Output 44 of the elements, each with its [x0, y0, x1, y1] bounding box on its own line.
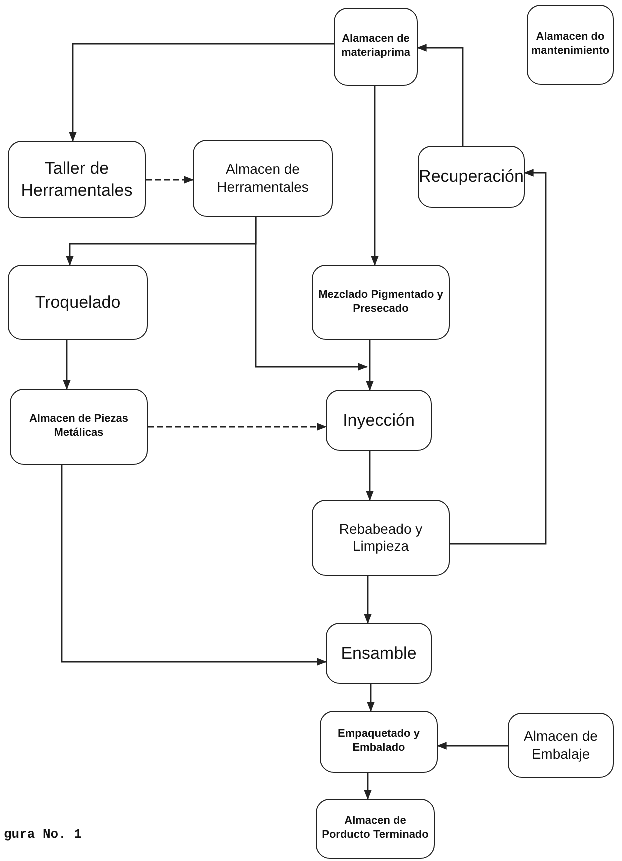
box-label: Empaquetado y Embalado [337, 728, 421, 756]
process-box [418, 146, 525, 208]
process-box [316, 799, 435, 859]
arrow [366, 451, 374, 501]
process-box [8, 265, 148, 340]
figure-caption: gura No. 1 [4, 827, 82, 842]
process-box [193, 140, 333, 217]
process-box [8, 141, 146, 218]
process-box [312, 265, 450, 340]
box-label: Troquelado [35, 292, 121, 314]
box-label: Almacen de Herramentales [216, 161, 310, 196]
arrow [364, 773, 372, 800]
arrow [255, 217, 368, 371]
process-box [326, 390, 432, 451]
box-label: Mezclado Pigmentado y Presecado [318, 288, 444, 316]
arrow [364, 576, 372, 624]
arrow [63, 340, 71, 390]
arrow [61, 465, 327, 666]
process-box [334, 8, 418, 86]
box-label: Almacen de Piezas Metálicas [28, 413, 130, 441]
box-label: Almacen de Porducto Terminado [321, 815, 430, 843]
box-label: Taller de Herramentales [20, 158, 134, 201]
arrow [69, 43, 334, 142]
arrow [148, 423, 327, 431]
box-label: Almacen de Embalaje [523, 728, 599, 763]
arrow [450, 169, 547, 545]
arrow [371, 86, 379, 266]
arrow [417, 44, 464, 146]
process-box [326, 623, 432, 684]
box-label: Rebabeado y Limpieza [338, 520, 424, 556]
process-box [10, 389, 148, 465]
box-label: Inyección [343, 410, 415, 432]
process-box [312, 500, 450, 576]
arrow [146, 176, 194, 184]
box-label: Recuperación [419, 166, 524, 188]
process-box [527, 5, 614, 85]
arrow [367, 684, 375, 712]
box-label: Ensamble [341, 642, 417, 664]
arrow [437, 742, 508, 750]
box-label: Alamacen do mantenimiento [530, 31, 611, 59]
box-label: Alamacen de materiaprima [340, 33, 412, 61]
process-box [320, 711, 438, 773]
process-box [508, 713, 614, 778]
arrow [366, 340, 374, 391]
